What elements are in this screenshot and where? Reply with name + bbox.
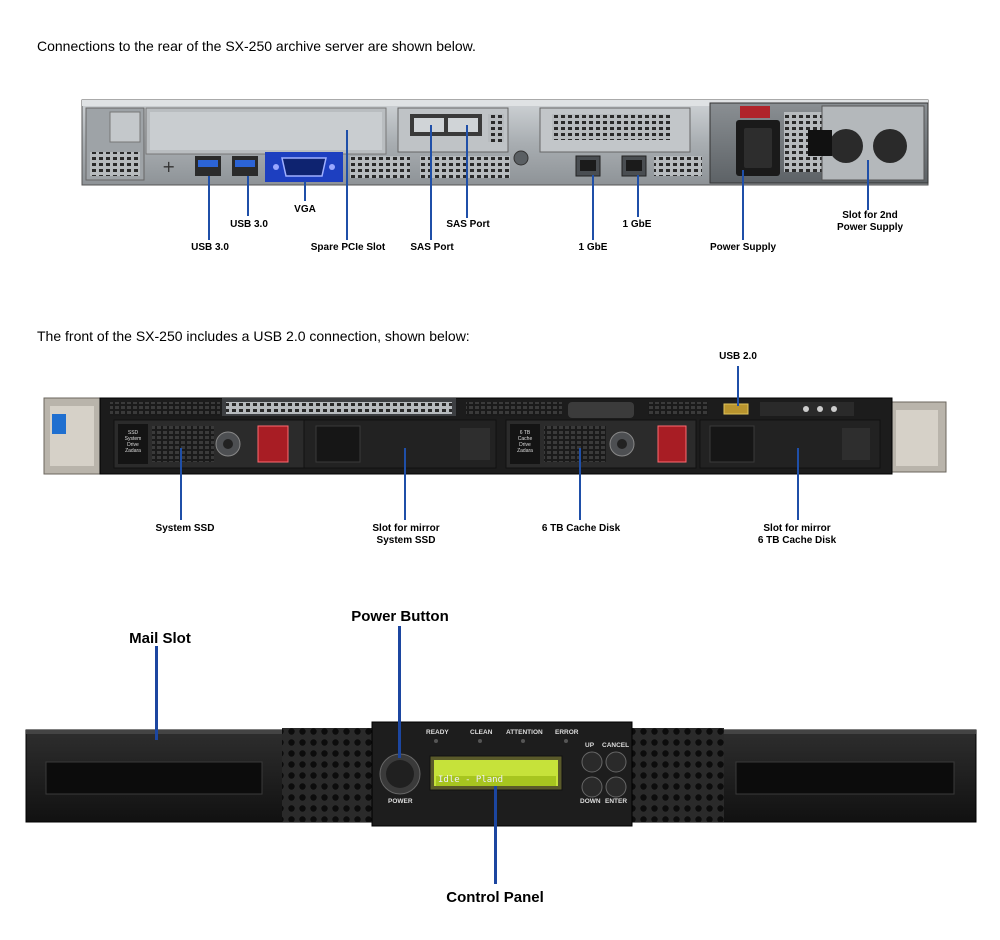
leader-usb30-a: [208, 176, 210, 240]
label-psu: Power Supply: [709, 242, 777, 253]
label-gbe-b: 1 GbE: [622, 219, 652, 230]
lcd-display-text: Idle - Pland: [438, 775, 504, 785]
error-led-label: ERROR: [555, 729, 579, 736]
leader-vga: [304, 181, 306, 201]
label-mirror-ssd: Slot for mirror System SSD: [372, 523, 440, 546]
leader-sas-a: [430, 125, 432, 240]
enter-button-label: ENTER: [605, 798, 628, 805]
up-button-label: UP: [585, 742, 595, 749]
leader-psu2: [867, 160, 869, 210]
down-button-label: DOWN: [580, 798, 601, 805]
label-sas-b: SAS Port: [446, 219, 490, 230]
clean-led-label: CLEAN: [470, 729, 493, 736]
leader-control-panel: [494, 786, 497, 884]
label-usb30-a: USB 3.0: [191, 242, 229, 253]
leader-mirror-ssd: [404, 448, 406, 520]
leader-gbe-a: [592, 175, 594, 240]
leader-mail-slot: [155, 646, 158, 740]
label-cache: 6 TB Cache Disk: [541, 523, 621, 534]
label-sas-a: SAS Port: [410, 242, 454, 253]
leader-gbe-b: [637, 175, 639, 217]
label-psu2: Slot for 2nd Power Supply: [836, 210, 904, 233]
leader-power-button: [398, 626, 401, 758]
svg-text:+: +: [162, 157, 175, 176]
label-mirror-cache: Slot for mirror 6 TB Cache Disk: [757, 523, 837, 546]
label-control-panel: Control Panel: [446, 889, 544, 906]
cache-drive-tag: 6 TB Cache Drive Zadara: [517, 430, 533, 454]
leader-cache: [579, 448, 581, 520]
label-pcie: Spare PCIe Slot: [310, 242, 386, 253]
leader-usb30-b: [247, 176, 249, 216]
cancel-button-label: CANCEL: [602, 742, 630, 749]
ready-led-label: READY: [426, 729, 449, 736]
leader-system-ssd: [180, 448, 182, 520]
label-mail-slot: Mail Slot: [129, 630, 191, 647]
label-usb20: USB 2.0: [719, 351, 757, 362]
leader-usb20: [737, 366, 739, 406]
leader-pcie: [346, 130, 348, 240]
power-button-label: POWER: [388, 798, 413, 805]
label-vga: VGA: [294, 204, 316, 215]
label-system-ssd: System SSD: [155, 523, 215, 534]
leader-sas-b: [466, 125, 468, 218]
attention-led-label: ATTENTION: [506, 729, 543, 736]
leader-mirror-cache: [797, 448, 799, 520]
label-usb30-b: USB 3.0: [230, 219, 268, 230]
rear-intro-text: Connections to the rear of the SX-250 ar…: [37, 38, 476, 54]
front-intro-text: The front of the SX-250 includes a USB 2…: [37, 328, 470, 344]
leader-psu: [742, 170, 744, 240]
label-power-button: Power Button: [351, 608, 449, 625]
label-gbe-a: 1 GbE: [578, 242, 608, 253]
ssd-drive-tag: SSD System Drive Zadara: [124, 430, 142, 454]
